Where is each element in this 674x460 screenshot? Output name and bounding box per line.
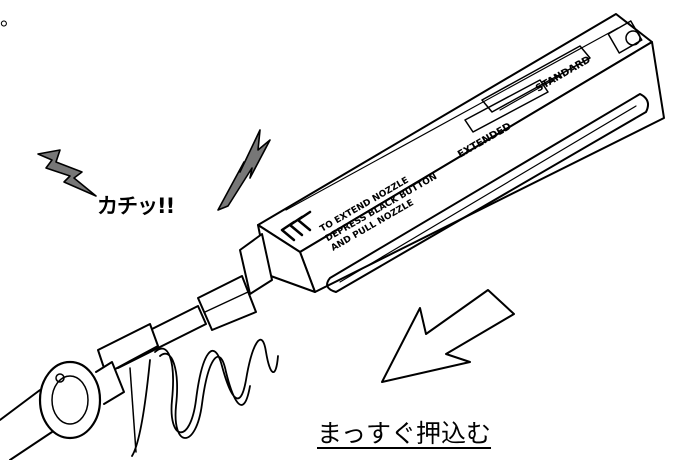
caption-fragment: 。 (0, 6, 20, 30)
connector-tube (0, 389, 53, 460)
shaft-collar (197, 275, 257, 331)
end-cap-button (607, 20, 643, 54)
end-cap-ring (625, 30, 641, 46)
lightning-bolt-left-icon (37, 149, 97, 197)
push-instruction-label: まっすぐ押込む (317, 419, 492, 448)
push-direction-arrow-icon (381, 289, 515, 383)
nose-tip (239, 233, 273, 295)
tool-nose (97, 233, 273, 375)
connector-sleeve (0, 360, 125, 460)
extended-slot (464, 79, 549, 133)
chevron-arrows (280, 210, 312, 242)
lightning-bolt-right-icon (217, 129, 271, 211)
nozzle-tip (97, 323, 159, 375)
connector-ring (38, 360, 102, 440)
click-sound-label: カチッ!! (97, 194, 175, 218)
side-slot (326, 93, 649, 293)
tool-body (257, 13, 665, 293)
coiled-tape (131, 338, 279, 457)
